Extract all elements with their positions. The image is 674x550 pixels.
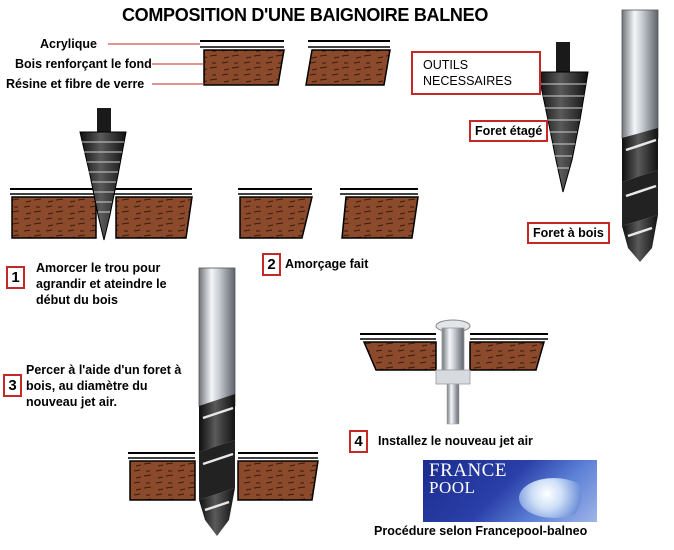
wood-drill-tool bbox=[621, 9, 659, 262]
composition-layers bbox=[108, 40, 391, 86]
label-bois: Bois renforçant le fond bbox=[15, 57, 152, 71]
step3-number: 3 bbox=[3, 374, 22, 397]
step4-text: Installez le nouveau jet air bbox=[378, 434, 533, 448]
step1-line3: début du bois bbox=[36, 293, 118, 307]
step3-line1: Percer à l'aide d'un foret à bbox=[26, 363, 182, 377]
label-resine: Résine et fibre de verre bbox=[6, 77, 145, 91]
logo-line1: FRANCE bbox=[429, 460, 507, 481]
step4-number: 4 bbox=[349, 430, 368, 453]
step2-text: Amorçage fait bbox=[285, 257, 369, 271]
diagram-title: COMPOSITION D'UNE BAIGNOIRE BALNEO bbox=[121, 5, 489, 25]
tools-heading-line1: OUTILS bbox=[423, 58, 469, 72]
step1-line2: agrandir et ateindre le bbox=[36, 277, 167, 291]
wood-drill-label: Foret à bois bbox=[527, 222, 610, 244]
step-drill-tool bbox=[537, 42, 589, 193]
logo-line2: POOL bbox=[429, 478, 476, 497]
tools-heading-box: OUTILS NECESSAIRES bbox=[411, 51, 541, 95]
step2-illustration bbox=[238, 188, 419, 239]
step3-illustration bbox=[128, 267, 319, 536]
step1-line1: Amorcer le trou pour bbox=[36, 261, 161, 275]
spa-image bbox=[519, 478, 589, 518]
step-drill-label: Foret étagé bbox=[469, 120, 549, 142]
step3-line2: bois, au diamètre du bbox=[26, 379, 148, 393]
step3-text: Percer à l'aide d'un foret à bois, au di… bbox=[26, 362, 211, 410]
step3-line3: nouveau jet air. bbox=[26, 395, 118, 409]
tools-heading-line2: NECESSAIRES bbox=[423, 74, 512, 88]
step2-number: 2 bbox=[262, 253, 281, 276]
step1-number: 1 bbox=[6, 266, 25, 289]
credit-text: Procédure selon Francepool-balneo bbox=[374, 524, 588, 538]
step4-illustration bbox=[360, 319, 548, 425]
step1-illustration bbox=[10, 108, 193, 241]
step1-text: Amorcer le trou pour agrandir et ateindr… bbox=[36, 260, 216, 308]
label-acrylique: Acrylique bbox=[40, 37, 97, 51]
francepool-logo: FRANCE POOL bbox=[423, 460, 597, 522]
